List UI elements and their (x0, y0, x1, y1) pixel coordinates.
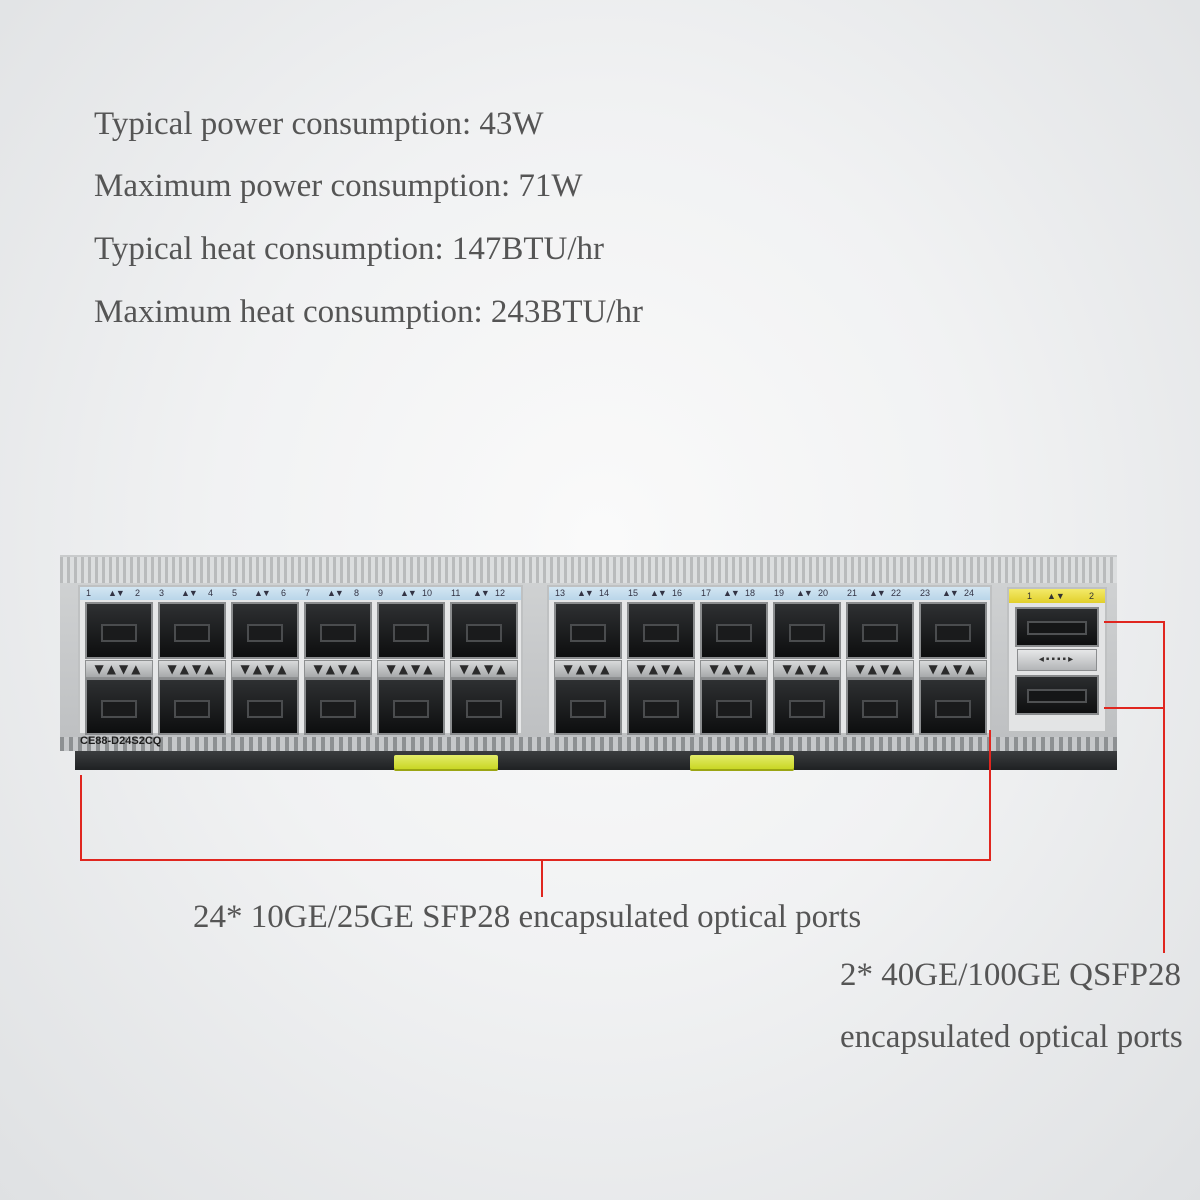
qsfp-label-2: 2 (1089, 591, 1095, 601)
qsfp-annotation-line1: 2* 40GE/100GE QSFP28 (840, 957, 1182, 993)
sfp-port-5[interactable] (231, 602, 299, 659)
card-bottom-rail (75, 751, 1117, 770)
sfp-port-21[interactable] (846, 602, 914, 659)
sfp-bracket-bottom (80, 859, 991, 861)
sfp-port-group-13-24: 13▲▼14 15▲▼16 17▲▼18 19▲▼20 21▲▼22 23▲▼2… (547, 585, 992, 735)
port-label-strip: 1▲▼2 3▲▼4 5▲▼6 7▲▼8 9▲▼10 11▲▼12 (80, 587, 521, 600)
sfp-port-10[interactable] (377, 678, 445, 735)
sfp-led-strip: ▼▲▼▲ (700, 660, 768, 678)
card-ridge (60, 737, 1117, 751)
sfp-port-1[interactable] (85, 602, 153, 659)
sfp-bracket-stem (541, 859, 543, 897)
sfp-port-14[interactable] (554, 678, 622, 735)
qsfp-port-group: 1 ▲▼ 2 ◂▪▪▪▪▸ (1007, 587, 1107, 733)
sfp-port-11[interactable] (450, 602, 518, 659)
port-label-strip: 13▲▼14 15▲▼16 17▲▼18 19▲▼20 21▲▼22 23▲▼2… (549, 587, 990, 600)
sfp-port-7[interactable] (304, 602, 372, 659)
line-card: 1▲▼2 3▲▼4 5▲▼6 7▲▼8 9▲▼10 11▲▼12 ▼▲▼▲ ▼▲… (60, 555, 1117, 771)
sfp-led-strip: ▼▲▼▲ (627, 660, 695, 678)
sfp-port-17[interactable] (700, 602, 768, 659)
sfp-port-6[interactable] (231, 678, 299, 735)
spec-typical-power: Typical power consumption: 43W (94, 106, 544, 142)
sfp-port-group-1-12: 1▲▼2 3▲▼4 5▲▼6 7▲▼8 9▲▼10 11▲▼12 ▼▲▼▲ ▼▲… (78, 585, 523, 735)
qsfp-led-strip: ◂▪▪▪▪▸ (1017, 649, 1097, 671)
sfp-annotation: 24* 10GE/25GE SFP28 encapsulated optical… (193, 899, 862, 935)
ejector-latch-left (394, 755, 498, 771)
sfp-port-3[interactable] (158, 602, 226, 659)
sfp-port-12[interactable] (450, 678, 518, 735)
sfp-port-2[interactable] (85, 678, 153, 735)
sfp-port-20[interactable] (773, 678, 841, 735)
sfp-led-strip: ▼▲▼▲ (450, 660, 518, 678)
sfp-port-9[interactable] (377, 602, 445, 659)
ejector-latch-right (690, 755, 794, 771)
sfp-port-16[interactable] (627, 678, 695, 735)
sfp-led-strip: ▼▲▼▲ (304, 660, 372, 678)
sfp-led-strip: ▼▲▼▲ (773, 660, 841, 678)
qsfp-bracket-vertical (1163, 621, 1165, 953)
qsfp-bracket-top (1104, 621, 1165, 623)
sfp-port-23[interactable] (919, 602, 987, 659)
qsfp-port-1[interactable] (1015, 607, 1099, 647)
model-label: CE88-D24S2CQ (80, 735, 162, 747)
sfp-port-24[interactable] (919, 678, 987, 735)
sfp-port-4[interactable] (158, 678, 226, 735)
card-top-edge (60, 555, 1117, 585)
sfp-bracket-right (989, 730, 991, 861)
qsfp-label-strip: 1 ▲▼ 2 (1009, 589, 1105, 603)
sfp-port-19[interactable] (773, 602, 841, 659)
sfp-port-15[interactable] (627, 602, 695, 659)
qsfp-label-1: 1 (1027, 591, 1033, 601)
qsfp-annotation-line2: encapsulated optical ports (840, 1019, 1183, 1055)
sfp-port-18[interactable] (700, 678, 768, 735)
spec-maximum-heat: Maximum heat consumption: 243BTU/hr (94, 294, 644, 330)
sfp-led-strip: ▼▲▼▲ (85, 660, 153, 678)
sfp-bracket-left (80, 775, 82, 861)
qsfp-port-2[interactable] (1015, 675, 1099, 715)
spec-maximum-power: Maximum power consumption: 71W (94, 168, 583, 204)
sfp-port-13[interactable] (554, 602, 622, 659)
qsfp-bracket-lower (1104, 707, 1165, 709)
spec-typical-heat: Typical heat consumption: 147BTU/hr (94, 231, 605, 267)
sfp-led-strip: ▼▲▼▲ (919, 660, 987, 678)
sfp-led-strip: ▼▲▼▲ (554, 660, 622, 678)
sfp-port-8[interactable] (304, 678, 372, 735)
sfp-led-strip: ▼▲▼▲ (231, 660, 299, 678)
sfp-led-strip: ▼▲▼▲ (158, 660, 226, 678)
sfp-led-strip: ▼▲▼▲ (846, 660, 914, 678)
sfp-led-strip: ▼▲▼▲ (377, 660, 445, 678)
sfp-port-22[interactable] (846, 678, 914, 735)
